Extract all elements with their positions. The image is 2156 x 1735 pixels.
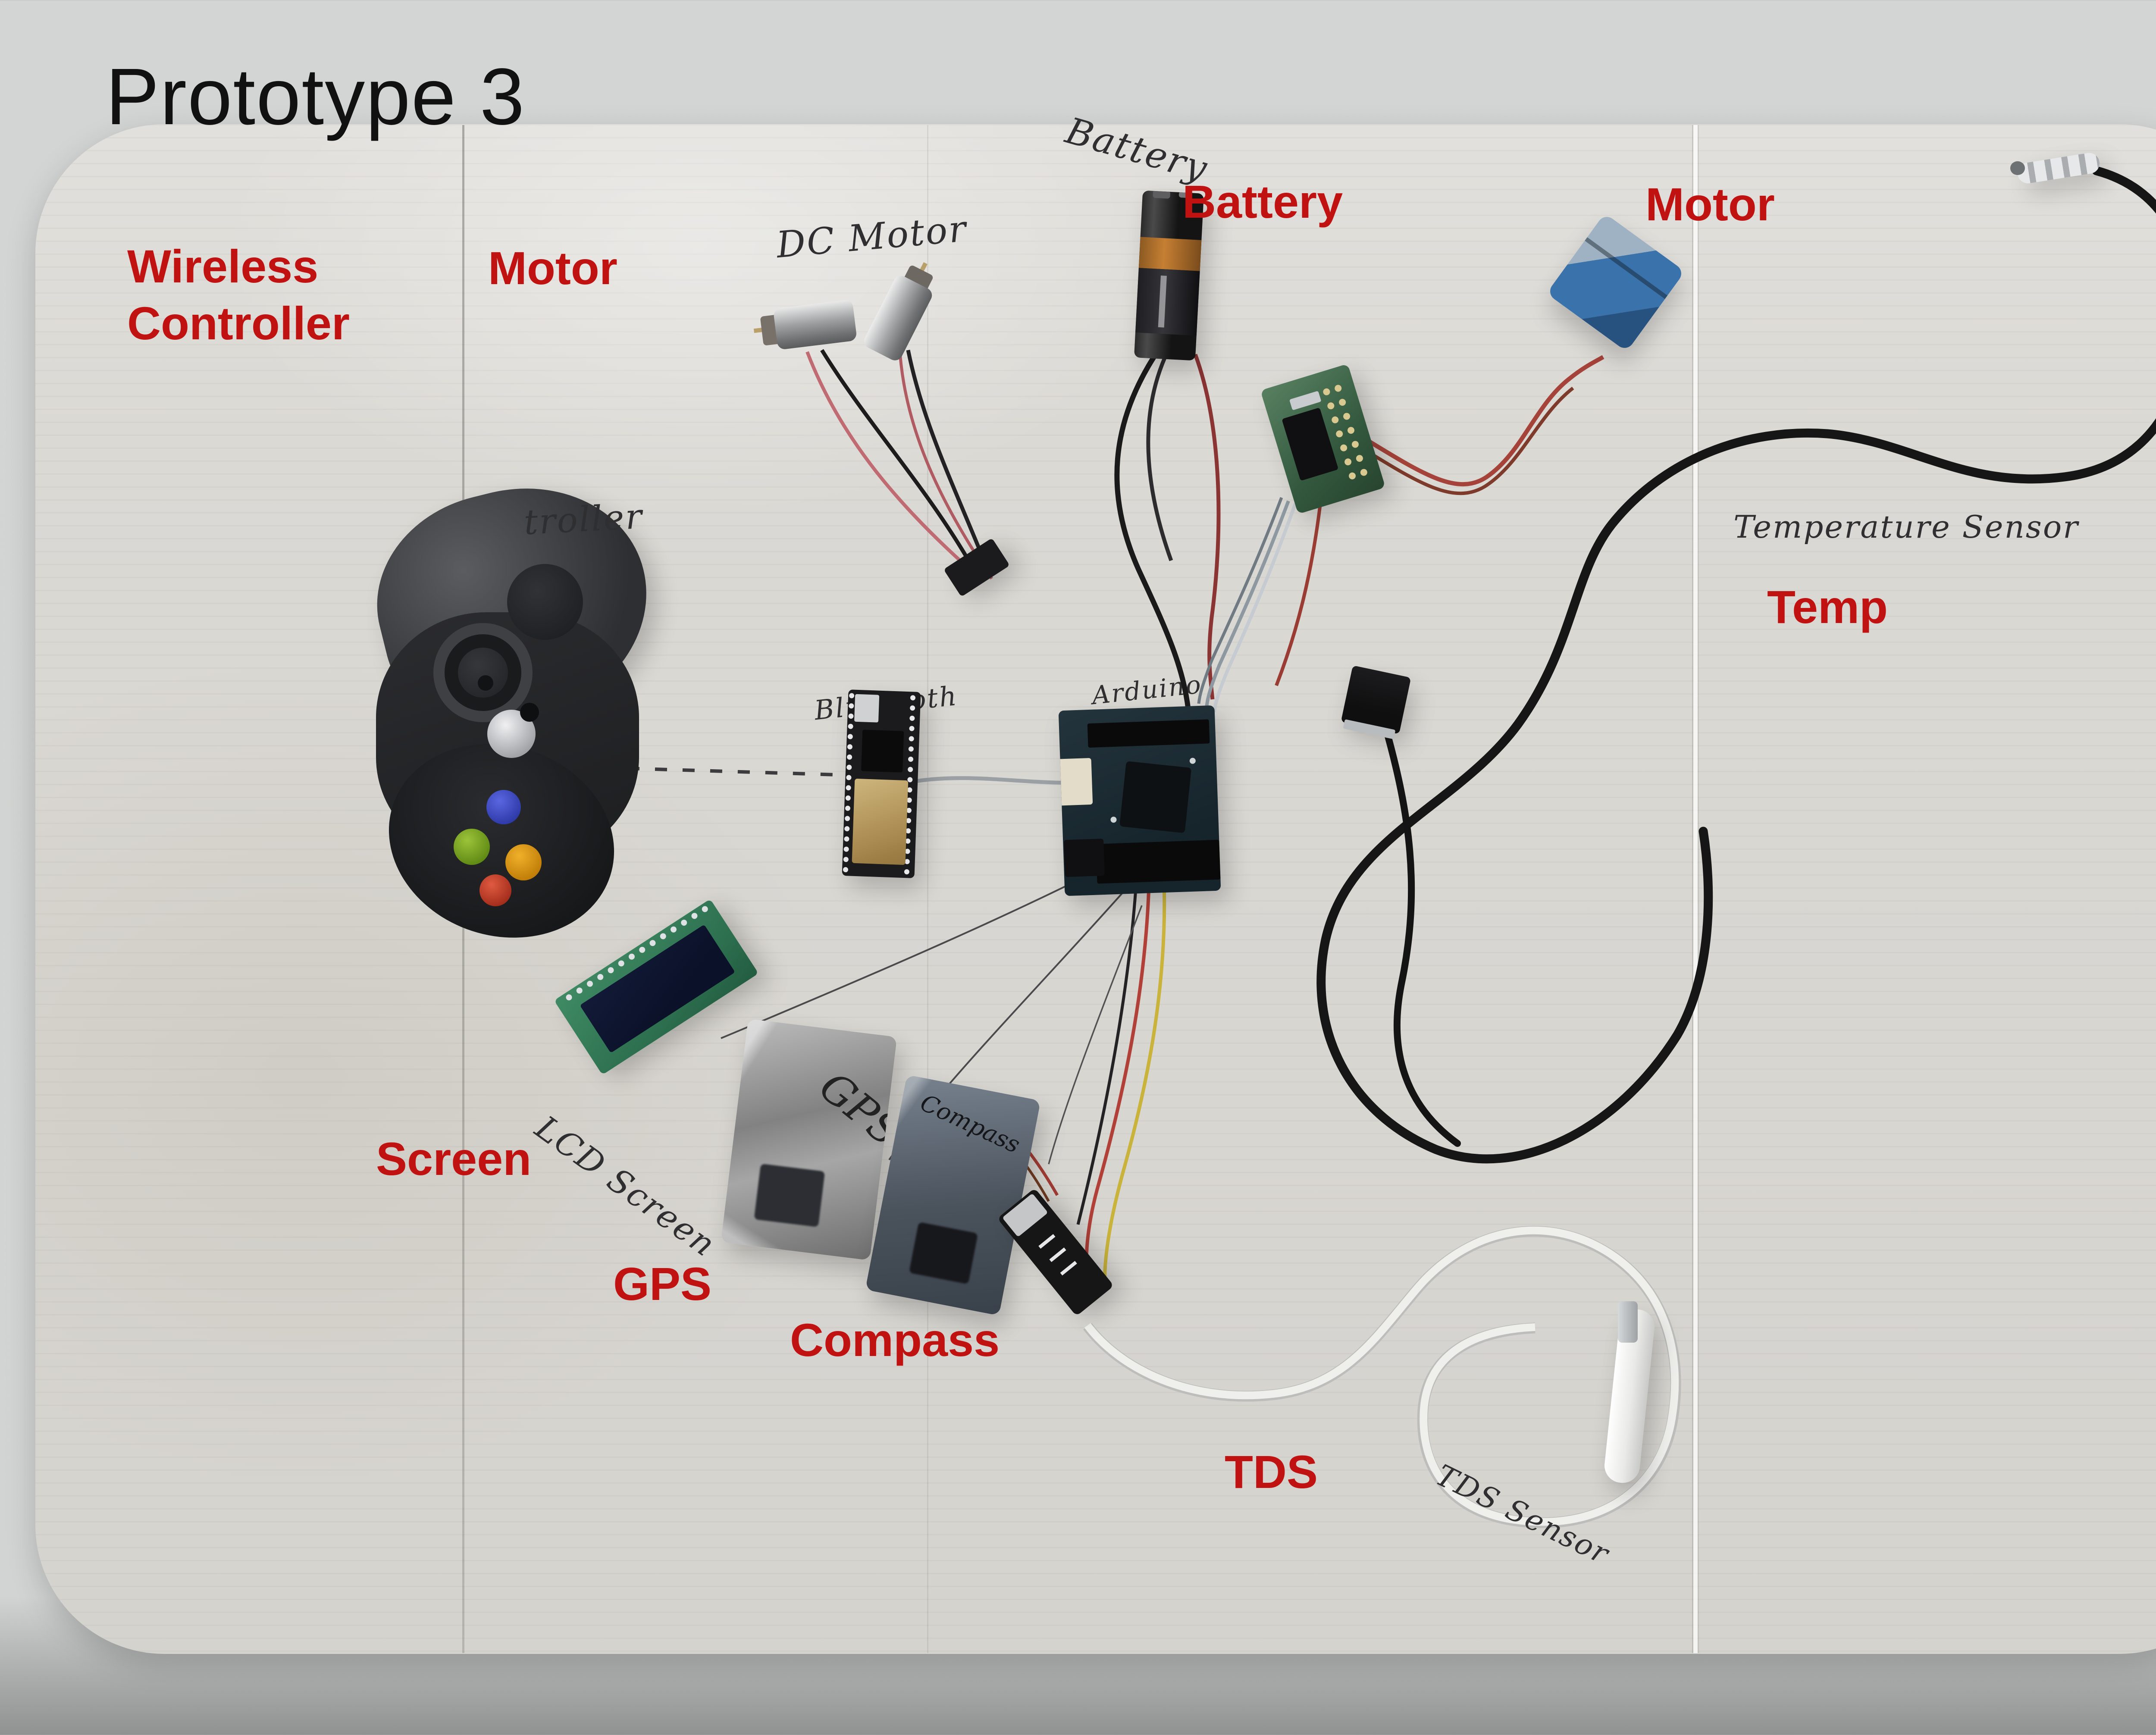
driver-motor-wire-red <box>1360 355 1604 487</box>
esp32-bluetooth-board <box>842 689 921 878</box>
ribbon-gray-2 <box>1213 503 1297 713</box>
temp-cable <box>1316 166 2156 1164</box>
label-screen: Screen <box>376 1133 532 1185</box>
battery-wire-red <box>1193 354 1221 700</box>
controller-right-stick <box>507 564 583 640</box>
temperature-probe-tip <box>2010 161 2025 175</box>
battery-label <box>1135 268 1200 336</box>
compass-bag-handwriting: Compass <box>916 1089 1025 1159</box>
arduino-header-bottom <box>1096 839 1221 884</box>
driver-motor-wire-brown <box>1357 386 1574 495</box>
label-tds: TDS <box>1225 1446 1318 1498</box>
motor-a-wire-black <box>820 349 969 560</box>
arduino-mcu-chip <box>1119 761 1192 833</box>
jumper-lcd <box>721 858 1121 1039</box>
battery-terminal <box>1153 190 1171 199</box>
arduino-led-2 <box>1110 816 1117 823</box>
motor-b-wire-red <box>898 344 993 579</box>
battery-wire-black <box>1114 355 1191 711</box>
button-module-wire <box>1382 725 1461 1147</box>
cardboard-seam-middle <box>927 125 928 1653</box>
ribbon-gray-1 <box>1205 500 1290 708</box>
arduino-led <box>1189 758 1196 764</box>
gps-bag-handwriting: GPS <box>810 1062 897 1156</box>
tds-probe-clip <box>1618 1301 1638 1343</box>
esp32-chip <box>861 730 904 773</box>
label-compass: Compass <box>790 1314 1000 1366</box>
driver-arduino-wire-red <box>1275 503 1322 686</box>
label-gps: GPS <box>613 1258 712 1310</box>
driver-ic-chip <box>1282 407 1339 481</box>
battery-label-copper-band <box>1138 237 1202 271</box>
tds-cable-shadow <box>1083 1226 1681 1528</box>
controller-a-button <box>454 829 490 865</box>
arduino-board <box>1058 705 1221 896</box>
tds-board-marking-2 <box>1049 1247 1066 1262</box>
motor-b-wire-black <box>906 350 986 561</box>
controller-x-button <box>486 790 521 824</box>
wireless-dashed-line <box>627 767 852 777</box>
label-motor-right: Motor <box>1645 178 1775 230</box>
motor-a-wire-red <box>805 351 977 576</box>
gps-module-in-bag <box>754 1163 825 1228</box>
motor-body <box>773 299 857 350</box>
label-temp: Temp <box>1767 581 1888 633</box>
esp32-antenna <box>854 694 880 723</box>
tds-board-marking-3 <box>1060 1261 1077 1276</box>
handwritten-controller-label: troller <box>523 496 644 543</box>
tds-board-marking <box>1038 1234 1056 1249</box>
label-battery: Battery <box>1182 175 1343 228</box>
arduino-tds-wire-yellow <box>1103 890 1166 1288</box>
arduino-tds-wire-red <box>1084 890 1150 1290</box>
button-module <box>1341 665 1411 739</box>
controller-y-button <box>505 844 542 880</box>
driver-clip <box>1289 391 1322 410</box>
controller-start-button <box>520 703 539 722</box>
gps-antistatic-bag: GPS <box>721 1018 897 1261</box>
compass-module-in-bag <box>909 1222 978 1284</box>
arduino-usb-port <box>1058 758 1093 806</box>
slide-title: Prototype 3 <box>106 52 526 141</box>
label-wireless-controller: Wireless Controller <box>127 240 350 349</box>
esp32-shield <box>852 778 909 865</box>
arduino-power-jack <box>1064 838 1105 877</box>
jumper-compass <box>1048 905 1143 1165</box>
label-motor-left: Motor <box>488 242 617 294</box>
controller-b-button <box>479 874 511 906</box>
controller-back-button <box>478 675 493 691</box>
battery-wire-black2 <box>1146 356 1173 561</box>
arduino-tds-wire-black <box>1076 889 1138 1225</box>
handwritten-temperature-sensor-label: Temperature Sensor <box>1733 509 2079 545</box>
ribbon-gray-3 <box>1197 497 1283 704</box>
arduino-header-top <box>1087 719 1210 748</box>
tds-cable-white <box>1084 1226 1679 1526</box>
cardboard-seam-right <box>1692 125 1699 1653</box>
